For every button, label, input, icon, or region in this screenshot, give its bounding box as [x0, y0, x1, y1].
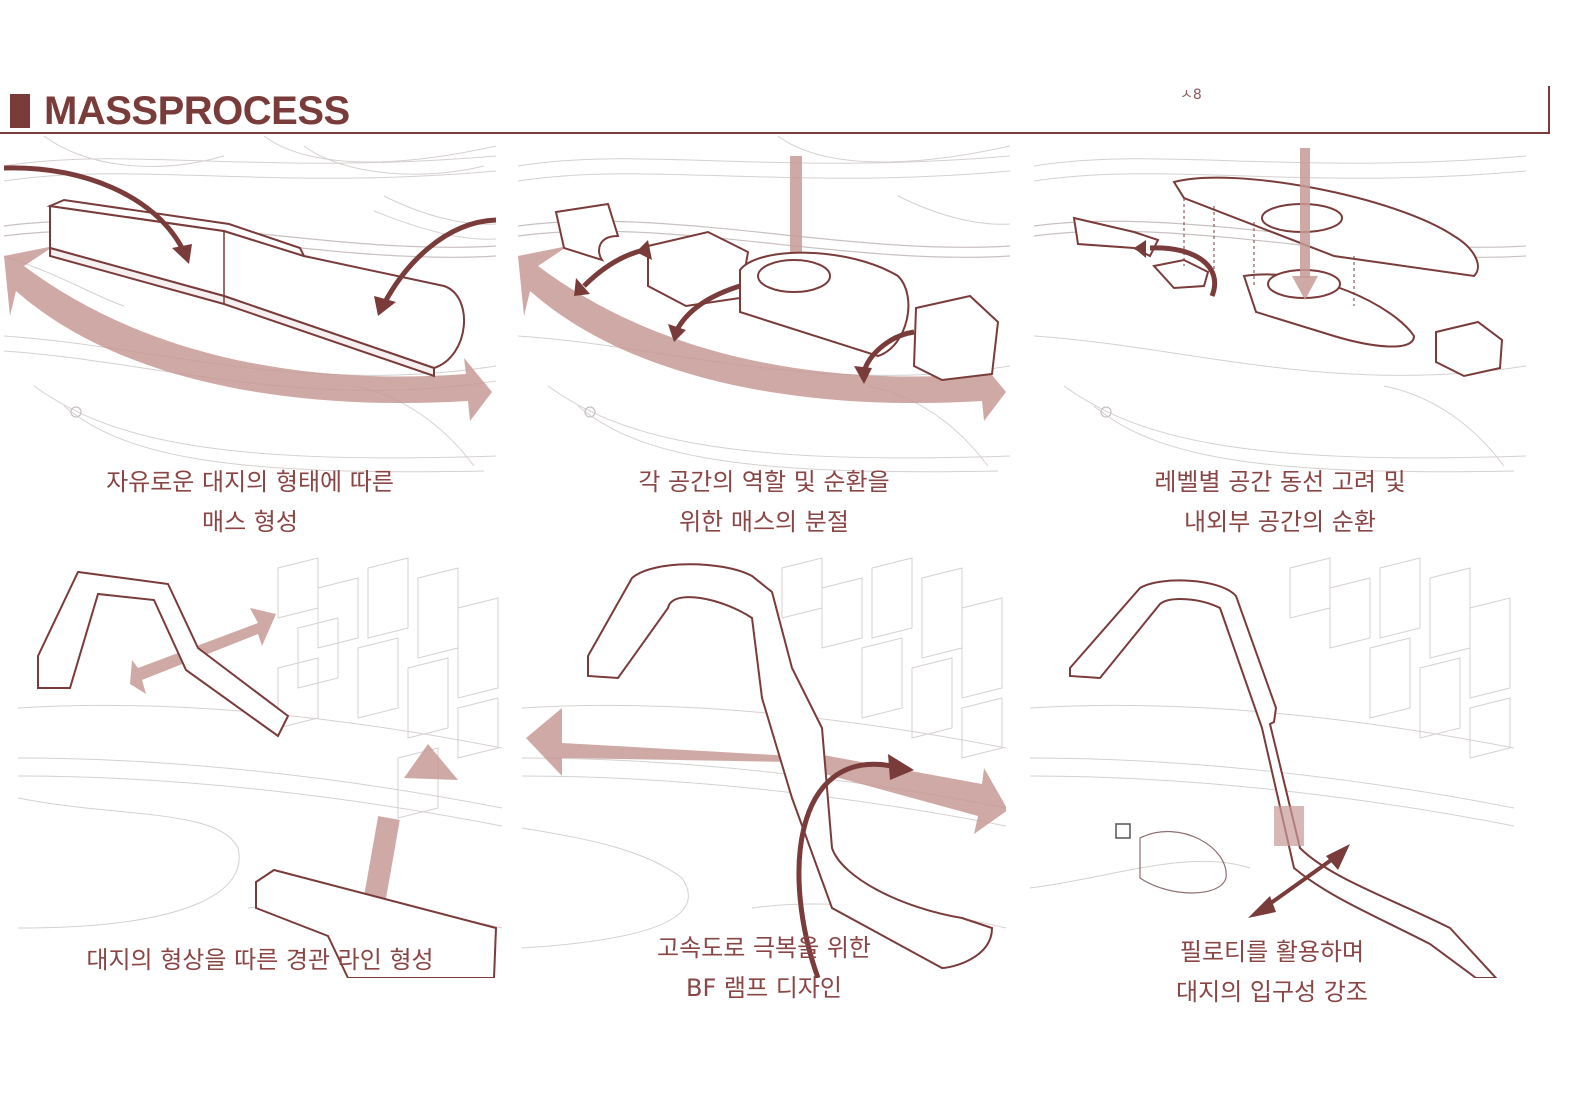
caption-5-line-2: BF 램프 디자인: [686, 974, 842, 1002]
caption-6-line-2: 대지의 입구성 강조: [1176, 978, 1368, 1006]
panel-1-drawing: [4, 136, 496, 473]
panel-2-drawing: [518, 136, 1010, 473]
panel-3-drawing: [1034, 148, 1526, 473]
page-mark: ㅅ8: [1180, 87, 1202, 103]
title-marker: [10, 94, 30, 128]
panel-5-drawing: [522, 557, 1006, 978]
caption-1-line-2: 매스 형성: [202, 508, 298, 536]
caption-1-line-1: 자유로운 대지의 형태에 따른: [106, 468, 394, 496]
caption-2-line-2: 위한 매스의 분절: [679, 508, 849, 536]
panel-4-drawing: [18, 557, 502, 978]
diagram-panel-1: [4, 136, 496, 481]
section-header: MASSPROCESS ㅅ8: [0, 86, 1550, 134]
caption-4-line-1: 대지의 형상을 따른 경관 라인 형성: [86, 946, 434, 974]
caption-2-line-1: 각 공간의 역할 및 순환을: [638, 468, 890, 496]
caption-5-line-1: 고속도로 극복을 위한: [657, 934, 871, 962]
diagram-panel-2: [518, 136, 1010, 481]
diagram-panel-4: [18, 548, 502, 978]
caption-3-line-1: 레벨별 공간 동선 고려 및: [1154, 468, 1406, 496]
panel-6-drawing: [1030, 557, 1514, 978]
caption-3-line-2: 내외부 공간의 순환: [1184, 508, 1376, 536]
caption-6-line-1: 필로티를 활용하며: [1179, 938, 1365, 966]
diagram-panel-6: [1030, 548, 1514, 978]
page-title: MASSPROCESS: [44, 89, 350, 133]
diagram-panel-5: [522, 548, 1006, 978]
diagram-panel-3: [1034, 136, 1526, 481]
